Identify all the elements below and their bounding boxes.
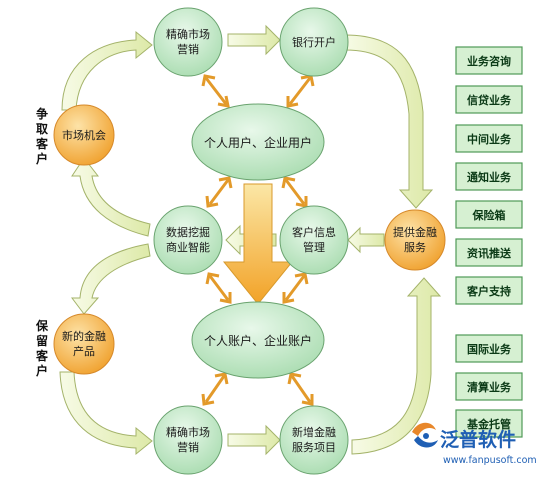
node-new-product: 新的金融 产品 [53,313,115,375]
watermark-brand: 泛普软件 [440,428,516,451]
service-box: 客户支持 [455,276,523,305]
flow-arrow-marketing-to-bank [227,24,281,56]
flow-arrow-mining-to-opportunity [71,157,151,237]
service-label: 国际业务 [467,342,512,356]
node-label-line: 营销 [177,42,199,56]
node-provide-service: 提供金融 服务 [384,209,446,271]
node-customer-info: 客户信息 管理 [279,205,349,275]
side-label-char: 客 [35,136,49,151]
node-label-line: 新增金融 [292,425,336,439]
node-label-line: 营销 [177,440,199,454]
service-box: 保险箱 [455,200,523,229]
service-label: 信贷业务 [467,93,512,107]
service-label: 中间业务 [467,132,512,146]
double-arrow-accounts-items [287,372,314,406]
side-label-retain-customers: 保 留 客 户 [35,318,49,378]
side-label-char: 保 [35,318,49,333]
service-label: 客户支持 [466,284,511,298]
flow-arrow-service-to-info [347,226,385,254]
node-users: 个人用户、企业用户 [191,103,325,181]
double-arrow-marketing-users [201,74,230,108]
flow-arrow-product-to-marketing [59,371,153,456]
node-label-line: 提供金融 [393,225,437,239]
service-box: 业务咨询 [455,46,523,75]
node-precise-marketing-top: 精确市场 营销 [153,7,223,77]
side-label-char: 留 [36,333,48,348]
node-label-line: 服务 [404,241,426,254]
node-accounts: 个人账户、企业账户 [191,301,325,379]
node-label: 个人用户、企业用户 [204,135,312,150]
watermark: 泛普软件 www.fanpusoft.com [412,422,537,466]
node-label: 个人账户、企业账户 [204,333,312,348]
node-label-line: 精确市场 [166,425,210,439]
double-arrow-users-mining [205,176,233,208]
service-label: 通知业务 [467,170,512,184]
side-label-char: 户 [36,363,48,378]
node-label: 银行开户 [292,35,336,49]
double-arrow-bank-users [286,74,315,108]
service-box: 资讯推送 [455,238,523,267]
watermark-url: www.fanpusoft.com [443,455,537,466]
node-bank-account: 银行开户 [279,7,349,77]
service-box: 国际业务 [455,334,523,363]
side-label-char: 户 [36,151,48,166]
services-column: 业务咨询 信贷业务 中间业务 通知业务 保险箱 资讯推送 客户支持 国际业务 [455,46,523,438]
node-label-line: 管理 [303,240,325,254]
service-label: 保险箱 [472,208,506,222]
flow-arrow-mining-to-product [71,243,151,315]
flow-arrow-opportunity-to-marketing [61,30,153,111]
side-label-char: 争 [36,106,48,121]
side-label-win-customers: 争 取 客 户 [35,106,49,166]
service-box: 中间业务 [455,124,523,153]
central-down-arrow [222,183,294,305]
node-label-line: 服务项目 [292,441,336,454]
double-arrow-mining-accounts [205,272,232,304]
service-label: 业务咨询 [467,54,511,68]
double-arrow-info-accounts [282,272,309,304]
service-label: 基金托管 [466,417,511,431]
double-arrow-accounts-marketing [201,372,229,406]
node-label-line: 精确市场 [166,27,210,41]
double-arrow-users-info [281,176,308,208]
side-label-char: 客 [35,348,49,363]
node-data-mining: 数据挖掘 商业智能 [153,205,223,275]
flow-arrow-marketing-to-items [227,424,281,456]
service-box: 清算业务 [455,372,523,401]
node-label-line: 产品 [73,344,95,358]
node-label-line: 新的金融 [62,329,106,343]
node-label-line: 客户信息 [292,225,336,239]
bidirectional-arrows [201,74,315,406]
side-label-char: 取 [36,122,48,136]
service-box: 基金托管 [455,409,523,438]
node-label-line: 数据挖掘 [166,225,210,239]
service-label: 资讯推送 [467,246,512,260]
service-label: 清算业务 [467,380,512,394]
brand-logo-icon [412,422,438,448]
service-box: 通知业务 [455,162,523,191]
flow-arrow-bank-to-service [344,34,434,209]
flow-arrow-items-to-service [351,277,442,455]
node-precise-marketing-bottom: 精确市场 营销 [153,405,223,475]
node-market-opportunity: 市场机会 [53,104,115,166]
node-label-line: 商业智能 [166,240,210,254]
node-new-service-items: 新增金融 服务项目 [279,405,349,475]
flow-arrows [59,24,442,456]
service-box: 信贷业务 [455,85,523,114]
node-label: 市场机会 [62,128,106,142]
